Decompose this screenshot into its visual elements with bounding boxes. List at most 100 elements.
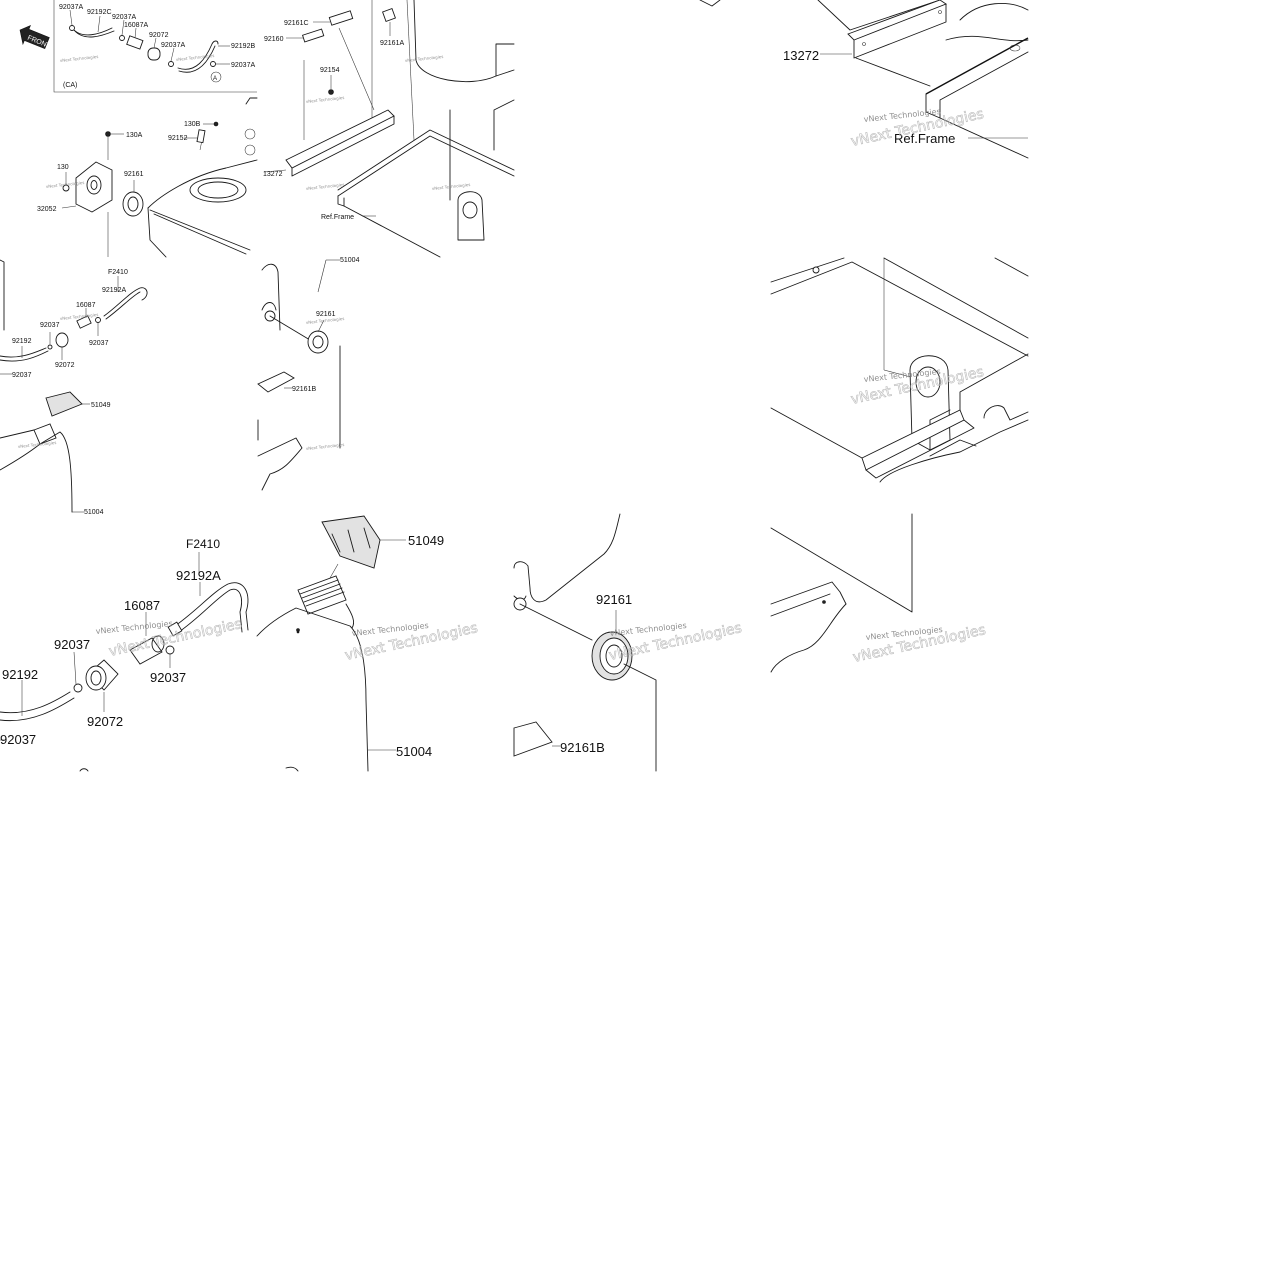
svg-text:vNext Technologies: vNext Technologies bbox=[306, 316, 345, 325]
joint-92072 bbox=[147, 47, 161, 61]
svg-text:92037: 92037 bbox=[40, 322, 60, 329]
svg-text:vNext Technologies: vNext Technologies bbox=[60, 312, 99, 321]
tank-outline bbox=[256, 607, 369, 772]
tile-bottom-grommet: 92161 92161B bbox=[513, 513, 657, 772]
svg-text:16087A: 16087A bbox=[124, 22, 148, 29]
filter-16087 bbox=[76, 315, 92, 329]
svg-text:92192B: 92192B bbox=[231, 43, 255, 50]
svg-text:92037: 92037 bbox=[12, 372, 32, 379]
frame-rail bbox=[337, 129, 515, 191]
svg-text:92161B: 92161B bbox=[560, 740, 605, 755]
bracket-13272 bbox=[847, 0, 947, 41]
svg-text:51004: 51004 bbox=[396, 744, 432, 759]
svg-text:92037: 92037 bbox=[54, 637, 90, 652]
svg-text:51049: 51049 bbox=[408, 533, 444, 548]
frame-corner-edge bbox=[770, 513, 913, 613]
svg-text:92037A: 92037A bbox=[161, 42, 185, 49]
svg-text:92154: 92154 bbox=[320, 67, 340, 74]
svg-text:92192A: 92192A bbox=[102, 287, 126, 294]
svg-text:vNext Technologies: vNext Technologies bbox=[405, 54, 444, 63]
hose-92192b bbox=[177, 40, 219, 70]
svg-text:130A: 130A bbox=[126, 132, 143, 139]
filter-16087a bbox=[126, 35, 144, 50]
bolt-130b bbox=[213, 121, 219, 127]
circle-a-marker bbox=[210, 71, 222, 83]
svg-text:92072: 92072 bbox=[149, 32, 169, 39]
filter-16087 bbox=[129, 637, 163, 665]
svg-text:92192A: 92192A bbox=[176, 568, 221, 583]
svg-text:92072: 92072 bbox=[87, 714, 123, 729]
svg-text:51049: 51049 bbox=[91, 402, 111, 409]
hose-92192 bbox=[0, 691, 71, 714]
svg-text:vNext Technologies: vNext Technologies bbox=[306, 182, 345, 191]
pad-92161c bbox=[328, 10, 354, 26]
svg-text:92152: 92152 bbox=[168, 135, 188, 142]
svg-text:Ref.Frame: Ref.Frame bbox=[321, 214, 354, 221]
svg-text:51004: 51004 bbox=[84, 509, 104, 516]
tank-outline bbox=[0, 429, 73, 513]
svg-text:F2410: F2410 bbox=[108, 269, 128, 276]
watermark-layer: vNext Technologies vNext Technologies vN… bbox=[18, 53, 988, 666]
tile-top-mid: 92161C 92160 92154 13272 Ref.Frame 92161… bbox=[263, 0, 515, 258]
tile-bottom-frame-corner bbox=[770, 513, 913, 673]
svg-text:92161: 92161 bbox=[596, 592, 632, 607]
grommet-92161 bbox=[122, 191, 144, 217]
bolt-92154 bbox=[328, 89, 334, 95]
svg-text:vNext Technologies: vNext Technologies bbox=[432, 182, 471, 191]
pad-92161b bbox=[513, 721, 553, 757]
svg-text:(CA): (CA) bbox=[63, 82, 77, 89]
seat-base-outline bbox=[413, 0, 515, 83]
svg-text:92192C: 92192C bbox=[87, 9, 112, 16]
svg-text:16087: 16087 bbox=[124, 598, 160, 613]
tile-top-right: 13272 Ref.Frame bbox=[699, 0, 1029, 159]
tile-mid-left: F2410 92192A 16087 92037 92072 92037 921… bbox=[0, 259, 148, 516]
svg-text:13272: 13272 bbox=[783, 48, 819, 63]
filler-neck bbox=[33, 423, 57, 445]
svg-text:130: 130 bbox=[57, 164, 69, 171]
svg-text:92037: 92037 bbox=[150, 670, 186, 685]
svg-text:vNext Technologies: vNext Technologies bbox=[306, 442, 345, 451]
hose-92192a bbox=[103, 287, 148, 317]
grommet-92161 bbox=[307, 330, 329, 354]
svg-text:A: A bbox=[213, 76, 217, 82]
tile-bottom-left: F2410 92192A 16087 92037 92072 92037 921… bbox=[0, 537, 249, 772]
svg-text:vNext Technologies: vNext Technologies bbox=[306, 95, 345, 104]
svg-text:vNext Technologies: vNext Technologies bbox=[46, 180, 85, 189]
tile-mid-right bbox=[770, 257, 1029, 483]
tank-side bbox=[261, 263, 281, 331]
frame-mount-tab bbox=[457, 191, 485, 241]
svg-text:vNext Technologies: vNext Technologies bbox=[18, 440, 57, 449]
pad-92161b bbox=[257, 371, 295, 393]
svg-text:92160: 92160 bbox=[264, 36, 284, 43]
pad-92160 bbox=[301, 28, 325, 43]
svg-text:16087: 16087 bbox=[76, 302, 96, 309]
tank-bottom-edge bbox=[513, 513, 621, 603]
svg-text:13272: 13272 bbox=[263, 171, 283, 178]
svg-text:92037A: 92037A bbox=[231, 62, 255, 69]
main-frame-rail bbox=[925, 37, 1029, 95]
svg-text:92161: 92161 bbox=[124, 171, 144, 178]
tile-top-left: FRONT A 92037A 92192C 92037A 16087A 9207… bbox=[19, 0, 258, 258]
hose-92192 bbox=[0, 347, 47, 358]
frame-floor-edge bbox=[770, 261, 1029, 357]
hose-92192a bbox=[171, 582, 249, 631]
svg-text:vNext Technologies: vNext Technologies bbox=[176, 53, 215, 62]
tile-mid-mid: 51004 92161 92161B bbox=[257, 257, 360, 491]
svg-text:51004: 51004 bbox=[340, 257, 360, 264]
svg-text:92192: 92192 bbox=[2, 667, 38, 682]
svg-text:92161B: 92161B bbox=[292, 386, 316, 393]
svg-text:92072: 92072 bbox=[55, 362, 75, 369]
svg-text:F2410: F2410 bbox=[186, 537, 220, 551]
cap-51049 bbox=[45, 391, 83, 417]
svg-text:92192: 92192 bbox=[12, 338, 32, 345]
svg-text:92037: 92037 bbox=[0, 732, 36, 747]
svg-text:92161C: 92161C bbox=[284, 20, 309, 27]
inset-box bbox=[53, 0, 257, 93]
svg-text:32052: 32052 bbox=[37, 206, 57, 213]
svg-text:92037A: 92037A bbox=[59, 4, 83, 11]
upper-frame-rail bbox=[817, 0, 941, 31]
svg-text:92161: 92161 bbox=[316, 311, 336, 318]
svg-text:92161A: 92161A bbox=[380, 40, 404, 47]
